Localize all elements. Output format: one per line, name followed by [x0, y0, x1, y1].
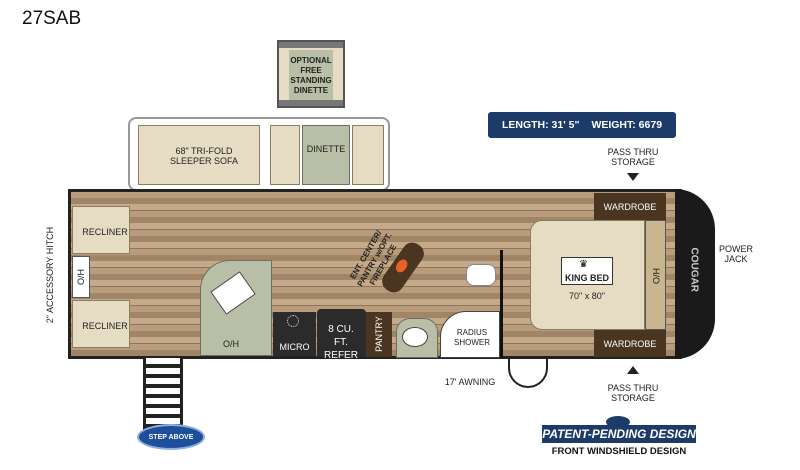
slideout: 68" TRI-FOLD SLEEPER SOFA DINETTE	[128, 117, 390, 191]
king-bed-badge: ♛ KING BED	[561, 257, 613, 285]
king-bed-label: KING BED	[564, 273, 609, 283]
refrigerator: 8 CU. FT. REFER	[317, 309, 366, 361]
stove-burner-icon	[287, 315, 299, 327]
hitch-label: 2" ACCESSORY HITCH	[45, 226, 55, 324]
bed-size-label: 70" x 80"	[569, 291, 605, 301]
windshield-text: FRONT WINDSHIELD DESIGN	[551, 446, 687, 457]
crown-icon: ♛	[579, 259, 588, 270]
recliner-bottom: RECLINER	[72, 300, 130, 348]
arrow-down-icon	[627, 173, 639, 181]
kitchen-sink	[210, 271, 256, 315]
entry-steps	[143, 358, 183, 430]
cougar-logo: COUGAR	[688, 247, 700, 292]
micro-label: MICRO	[279, 342, 310, 352]
microwave: MICRO	[273, 312, 316, 356]
step-above-logo: STEP ABOVE	[137, 424, 205, 450]
front-cap	[675, 189, 715, 359]
rear-oh: O/H	[72, 256, 90, 298]
shower-label: RADIUS SHOWER	[454, 328, 490, 347]
radius-shower: RADIUS SHOWER	[440, 311, 500, 358]
spec-badge: LENGTH: 31' 5" WEIGHT: 6679	[488, 112, 676, 138]
recliner-bottom-label: RECLINER	[82, 321, 128, 331]
optional-dinette-label: OPTIONAL FREE STANDING DINETTE	[290, 56, 332, 95]
arrow-up-icon	[627, 366, 639, 374]
front-oh: H/O	[645, 220, 666, 330]
dinette-label: DINETTE	[306, 144, 346, 154]
sleeper-sofa: 68" TRI-FOLD SLEEPER SOFA	[138, 125, 260, 185]
dinette-table: DINETTE	[302, 125, 350, 185]
bathroom-sink	[396, 318, 438, 358]
pass-thru-top-label: PASS THRU STORAGE	[607, 147, 659, 167]
patent-logo: PATENT-PENDING DESIGN FRONT WINDSHIELD D…	[538, 416, 700, 462]
wardrobe-top-label: WARDROBE	[603, 202, 657, 212]
kitchen-island: O/H	[200, 260, 272, 356]
wardrobe-bottom-label: WARDROBE	[603, 339, 657, 349]
rear-oh-label: O/H	[76, 269, 86, 286]
entry-door	[508, 358, 548, 388]
sofa-label: 68" TRI-FOLD SLEEPER SOFA	[169, 146, 239, 166]
toilet-icon	[466, 264, 496, 286]
model-title: 27SAB	[22, 8, 82, 29]
pantry: PANTRY	[366, 312, 392, 357]
step-above-text: STEP ABOVE	[148, 433, 194, 441]
pass-thru-bottom-label: PASS THRU STORAGE	[607, 383, 659, 403]
optional-dinette: OPTIONAL FREE STANDING DINETTE	[277, 40, 345, 108]
front-oh-label: H/O	[651, 267, 661, 284]
king-bed: ♛ KING BED 70" x 80"	[530, 220, 645, 330]
pantry-label: PANTRY	[374, 316, 384, 352]
power-jack-label: POWER JACK	[718, 244, 753, 264]
length-spec: LENGTH: 31' 5"	[501, 119, 580, 131]
patent-text: PATENT-PENDING DESIGN	[542, 425, 696, 443]
wardrobe-bottom: WARDROBE	[594, 330, 666, 357]
refer-label: 8 CU. FT. REFER	[324, 324, 358, 361]
awning-label: 17' AWNING	[444, 377, 496, 387]
weight-spec: WEIGHT: 6679	[591, 119, 663, 131]
recliner-top: RECLINER	[72, 206, 130, 254]
recliner-top-label: RECLINER	[82, 227, 128, 237]
kitchen-oh-label: O/H	[222, 339, 239, 349]
bathroom-wall	[500, 250, 503, 358]
wardrobe-top: WARDROBE	[594, 193, 666, 220]
